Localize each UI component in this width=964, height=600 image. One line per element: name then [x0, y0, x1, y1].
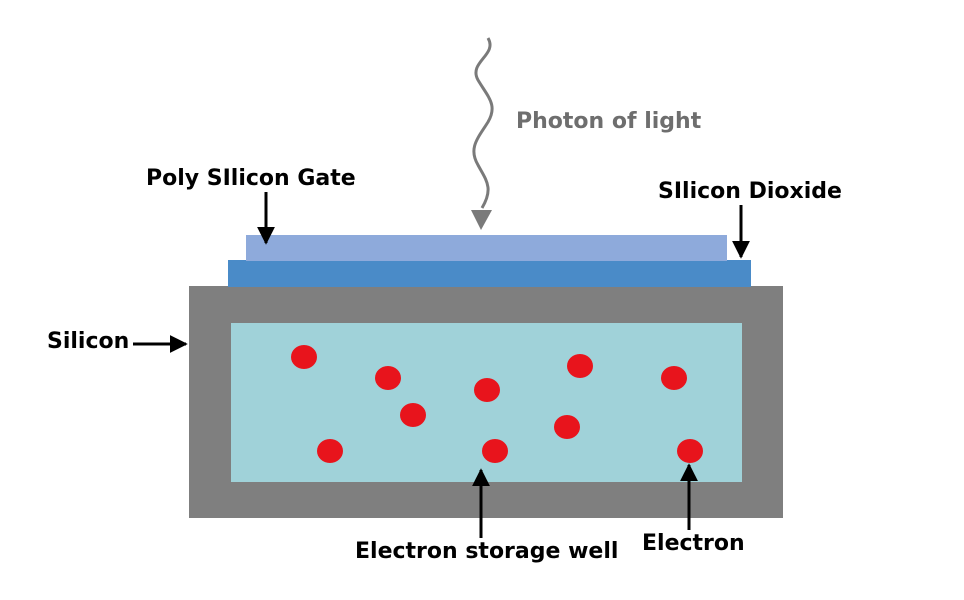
photon-arrowhead — [471, 210, 492, 230]
poly-gate-label: Poly SIlicon Gate — [146, 166, 356, 191]
photon-label: Photon of light — [516, 109, 702, 134]
well-label: Electron storage well — [355, 539, 618, 564]
photon-wave — [471, 37, 494, 230]
electron-dot — [482, 439, 508, 463]
electron-dot — [291, 345, 317, 369]
electron-dot — [661, 366, 687, 390]
silicon-dioxide-layer — [228, 260, 751, 287]
electron-dot — [400, 403, 426, 427]
silicon-label: Silicon — [47, 329, 129, 354]
poly-silicon-gate — [246, 235, 727, 261]
electron-dot — [567, 354, 593, 378]
photon-wave-line — [472, 37, 494, 209]
electron-dot — [317, 439, 343, 463]
electron-dot — [554, 415, 580, 439]
electron-label: Electron — [642, 531, 745, 556]
electron-dot — [375, 366, 401, 390]
electron-dot — [474, 378, 500, 402]
electron-dot — [677, 439, 703, 463]
oxide-label: SIlicon Dioxide — [658, 179, 842, 204]
electrons — [291, 345, 703, 463]
